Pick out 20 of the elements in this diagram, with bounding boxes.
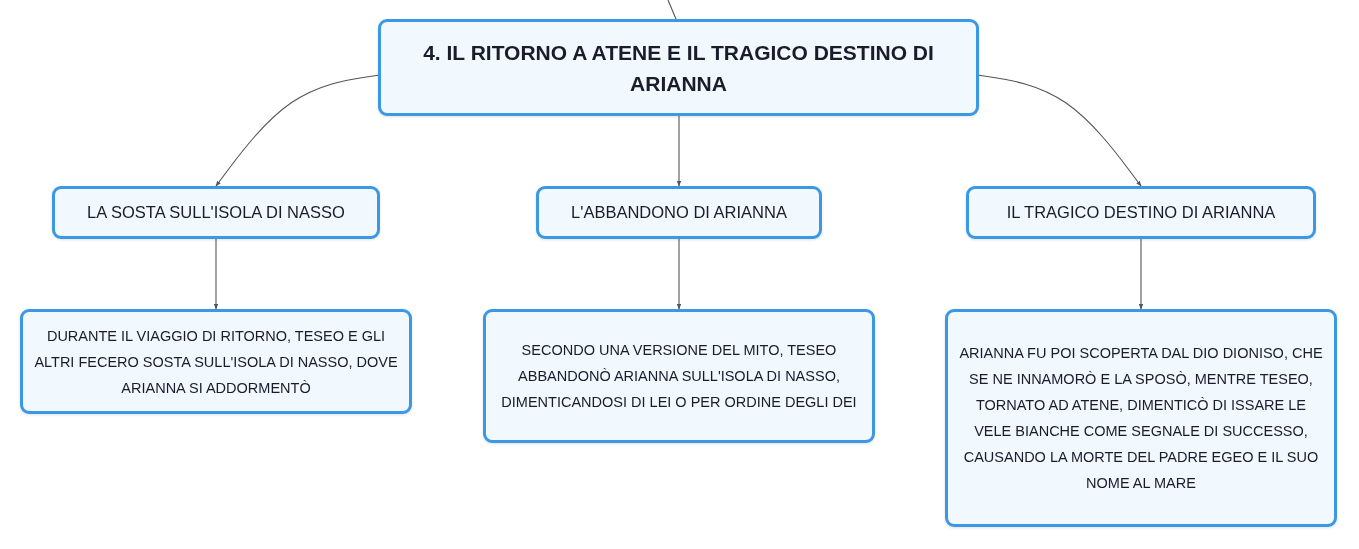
connector-arrow <box>215 74 379 187</box>
subtopic-box <box>52 186 380 239</box>
node-text: SECONDO UNA VERSIONE DEL MITO, TESEO ABBANDONÒ ARIANNA SULL'ISOLA DI NASSO, DIMENTICANDOSI DI LEI O PER ORDINE DEGLI DEI <box>500 341 858 412</box>
node-text: ARIANNA FU POI SCOPERTA DAL DIO DIONISO, CHE SE NE INNAMORÒ E LA SPOSÒ, MENTRE TESEO, TORNATO AD ATENE, DIMENTICÒ DI ISSARE LE VELE BIANCHE COME SEGNALE DI SUCCESSO, CAUSANDO LA MORTE DEL PADRE EGEO E IL SUO NOME AL MARE <box>958 344 1324 493</box>
subtopic-box <box>536 186 822 239</box>
connector-arrow <box>1138 238 1144 310</box>
topic-box <box>378 19 979 116</box>
node-text: 4. IL RITORNO A ATENE E IL TRAGICO DESTINO DI ARIANNA <box>422 39 935 97</box>
connector-arrow <box>978 74 1142 187</box>
connector-arrow <box>213 238 219 310</box>
subtopic-box <box>966 186 1316 239</box>
node-text: IL TRAGICO DESTINO DI ARIANNA <box>1006 203 1276 222</box>
node-text: LA SOSTA SULL'ISOLA DI NASSO <box>87 203 345 222</box>
detail-box <box>483 309 875 443</box>
node-text: DURANTE IL VIAGGIO DI RITORNO, TESEO E GLI ALTRI FECERO SOSTA SULL'ISOLA DI NASSO, DOVE ARIANNA SI ADDORMENTÒ <box>33 326 399 398</box>
detail-box <box>945 309 1337 527</box>
connector-arrow <box>676 115 682 187</box>
connector-arrow <box>676 238 682 310</box>
detail-box <box>20 309 412 414</box>
node-text: L'ABBANDONO DI ARIANNA <box>571 203 787 222</box>
